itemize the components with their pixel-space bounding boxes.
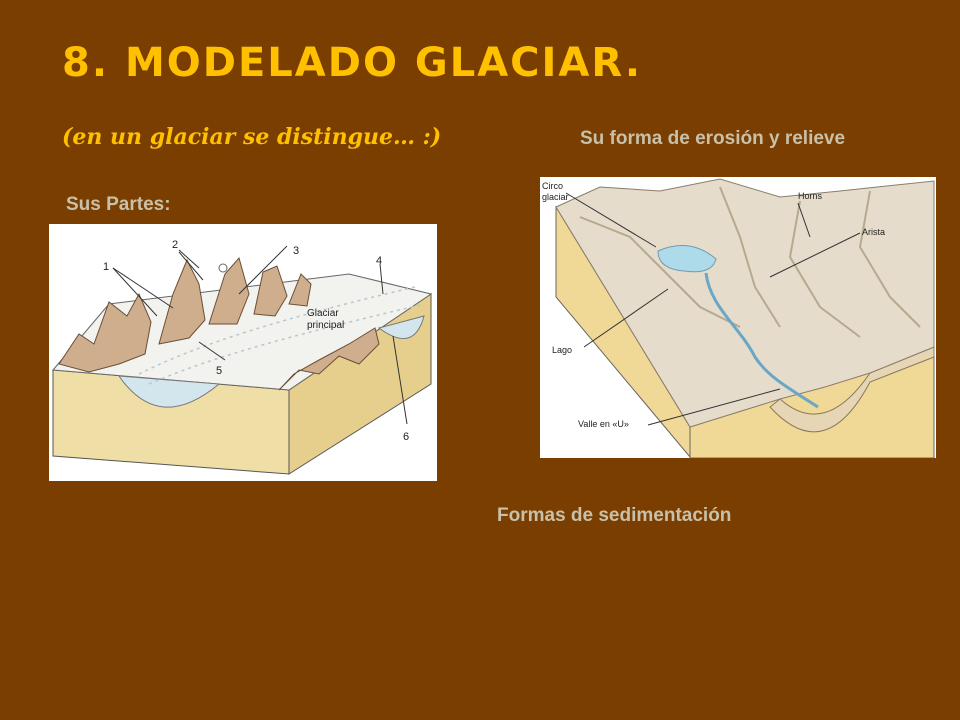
glacial-erosion-illustration: Circo glaciar Horns Arista Lago Valle en… bbox=[542, 178, 935, 458]
part-label-3: 3 bbox=[293, 245, 299, 257]
part-label-5: 5 bbox=[216, 365, 222, 377]
glacier-parts-diagram: 1 2 3 4 5 6 Glaciar principal bbox=[49, 224, 437, 481]
sedimentation-heading: Formas de sedimentación bbox=[497, 505, 732, 526]
lago-label: Lago bbox=[552, 345, 572, 355]
valle-label: Valle en «U» bbox=[578, 419, 629, 429]
parts-heading: Sus Partes: bbox=[66, 194, 171, 215]
circo-label: Circo bbox=[542, 181, 563, 191]
part-label-4: 4 bbox=[376, 255, 382, 267]
glacier-label: Glaciar bbox=[307, 308, 339, 319]
glacial-erosion-diagram: Circo glaciar Horns Arista Lago Valle en… bbox=[540, 177, 936, 458]
slide-title: 8. MODELADO GLACIAR. bbox=[62, 40, 643, 86]
horns-label: Horns bbox=[798, 191, 823, 201]
circo-label-2: glaciar bbox=[542, 192, 569, 202]
erosion-heading: Su forma de erosión y relieve bbox=[580, 128, 846, 149]
part-label-6: 6 bbox=[403, 431, 409, 443]
slide-subtitle: (en un glaciar se distingue… :) bbox=[62, 124, 442, 150]
arista-label: Arista bbox=[862, 227, 885, 237]
part-label-1: 1 bbox=[103, 261, 109, 273]
part-label-2: 2 bbox=[172, 239, 178, 251]
glacier-parts-illustration: 1 2 3 4 5 6 Glaciar principal bbox=[51, 239, 433, 475]
glacier-label-2: principal bbox=[307, 320, 344, 331]
